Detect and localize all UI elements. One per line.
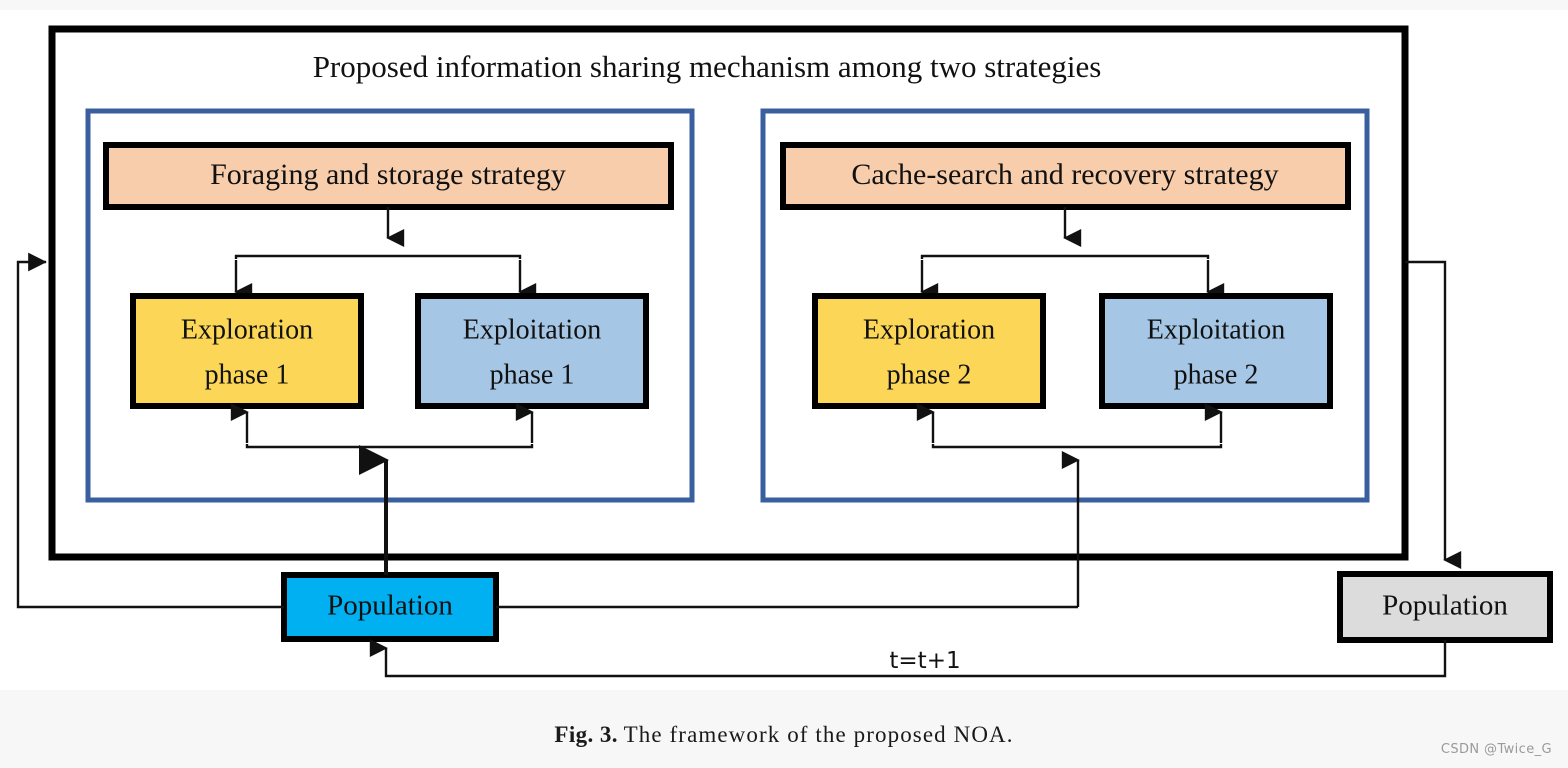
iteration-label: t=t+1 [889,648,960,674]
foraging-split-bus [234,254,522,259]
foraging-strategy-label: Foraging and storage strategy [210,158,566,191]
exploration-phase-2-label-line1: Exploration [863,314,995,345]
exploitation-phase-1-box[interactable] [415,293,649,409]
exploitation-phase-2-box[interactable] [1099,293,1333,409]
cache-search-strategy-label: Cache-search and recovery strategy [851,158,1278,191]
exploitation-phase-1-label-line2: phase 1 [490,359,575,390]
caption-prefix: Fig. 3. [554,722,618,747]
cache-search-split-bus [920,254,1210,259]
population-current-to-framework-input [16,252,284,609]
exploration-phase-2-label-line2: phase 2 [887,359,972,390]
page-margin-top [0,0,1568,10]
exploration-phase-1-label-line1: Exploration [181,314,313,345]
outer-framework-box [48,25,1409,561]
page-margin-bottom [0,690,1568,768]
exploitation-phase-2-label-line2: phase 2 [1174,359,1259,390]
diagram-title: Proposed information sharing mechanism a… [313,49,1102,84]
population-next-label: Population [1382,590,1508,622]
noa-framework-diagram: Proposed information sharing mechanism a… [16,25,1553,678]
population-current-label: Population [327,590,453,622]
population-current-box[interactable] [281,572,499,642]
framework-output-to-population-next [1405,260,1462,569]
exploitation-phase-2-label-line1: Exploitation [1147,314,1285,345]
caption-text: The framework of the proposed NOA. [623,722,1014,747]
iteration-feedback-edge [369,639,1447,678]
exploration-phase-1-label-line2: phase 1 [205,359,290,390]
exploitation-phase-1-label-line1: Exploitation [463,314,601,345]
cache-search-strategy-box[interactable] [780,142,1351,210]
phase2-merge-bus [931,444,1223,449]
foraging-strategy-box[interactable] [103,142,674,210]
figure-caption: Fig. 3. The framework of the proposed NO… [0,722,1568,748]
watermark: CSDN @Twice_G [1440,742,1552,757]
phase1-merge-bus [245,444,534,449]
